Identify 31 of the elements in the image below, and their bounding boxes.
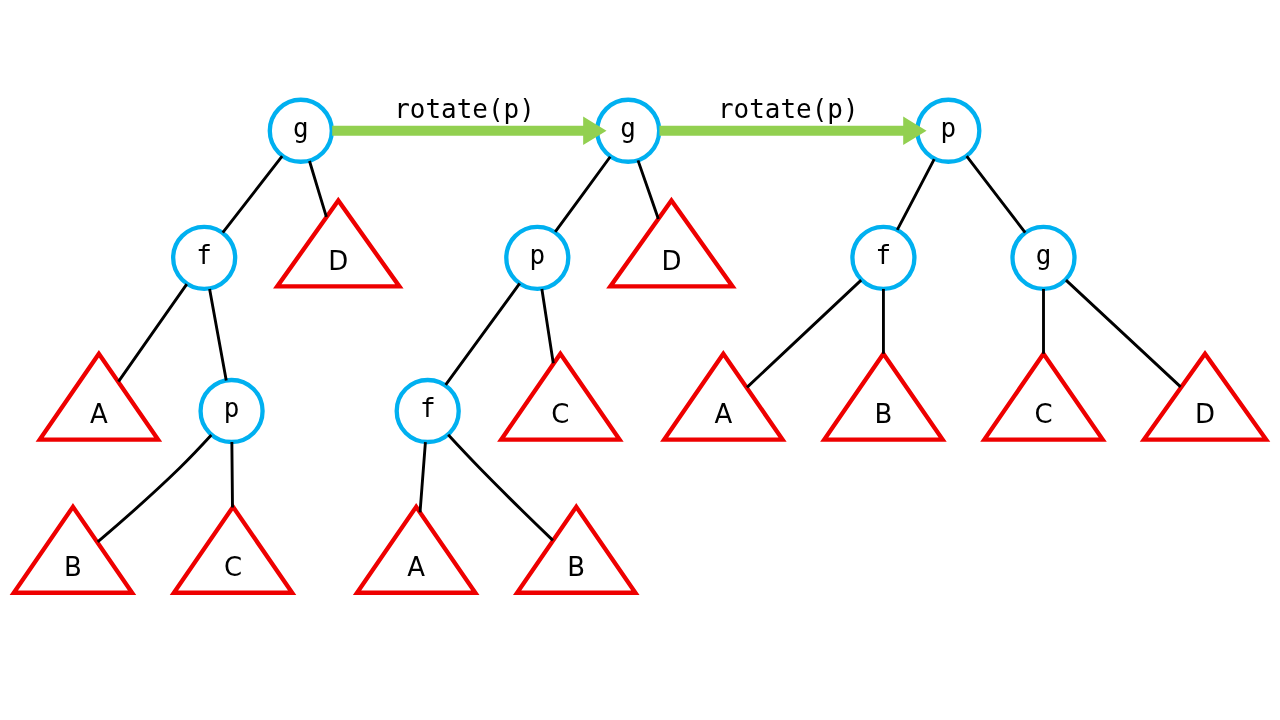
connector: [221, 154, 284, 233]
connector: [208, 288, 228, 381]
connector: [444, 282, 521, 386]
connector: [230, 441, 234, 508]
connector: [447, 433, 554, 541]
node-circle: p: [915, 97, 982, 164]
node-circle: g: [267, 97, 334, 164]
node-circle: f: [394, 377, 461, 444]
connector: [746, 278, 863, 388]
connector: [636, 159, 660, 219]
connector: [117, 282, 188, 382]
connector: [1042, 288, 1045, 354]
node-circle: p: [198, 377, 265, 444]
node-circle: g: [1010, 224, 1077, 291]
connector: [540, 288, 555, 364]
edge-label: rotate(p): [717, 93, 859, 124]
connector: [96, 433, 213, 543]
arrow: [332, 116, 607, 145]
arrow: [659, 116, 927, 145]
connector: [308, 160, 328, 217]
node-circle: g: [595, 97, 662, 164]
connector: [418, 441, 427, 512]
node-circle: f: [850, 224, 917, 291]
connector: [965, 154, 1027, 233]
edge-label: rotate(p): [394, 93, 535, 124]
node-circle: f: [171, 224, 238, 291]
node-circle: p: [504, 224, 571, 291]
connector: [895, 158, 936, 231]
connector: [1065, 278, 1182, 388]
connector: [554, 155, 612, 233]
connector: [881, 288, 885, 354]
